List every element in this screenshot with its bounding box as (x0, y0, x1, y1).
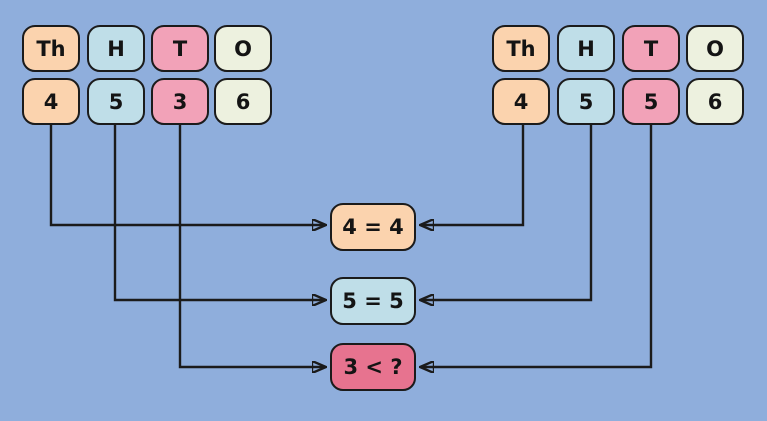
right-digit-hundreds: 5 (557, 78, 615, 125)
right-digit-thousands: 4 (492, 78, 550, 125)
comparison-hundreds: 5 = 5 (330, 277, 416, 325)
right-header-tens: T (622, 25, 680, 72)
comparison-thousands: 4 = 4 (330, 203, 416, 251)
left-header-ones: O (214, 25, 272, 72)
left-digit-tens: 3 (151, 78, 209, 125)
arrow-right-tens-icon (421, 125, 653, 367)
left-digit-ones: 6 (214, 78, 272, 125)
right-header-ones: O (686, 25, 744, 72)
left-header-tens: T (151, 25, 209, 72)
arrow-left-tens-icon (178, 125, 325, 367)
arrow-right-hundreds-icon (421, 125, 593, 300)
right-header-thousands: Th (492, 25, 550, 72)
left-digit-hundreds: 5 (87, 78, 145, 125)
right-header-hundreds: H (557, 25, 615, 72)
left-header-thousands: Th (22, 25, 80, 72)
left-header-hundreds: H (87, 25, 145, 72)
right-digit-tens: 5 (622, 78, 680, 125)
comparison-tens: 3 < ? (330, 343, 416, 391)
left-digit-thousands: 4 (22, 78, 80, 125)
arrow-right-thousands-icon (421, 125, 525, 225)
right-digit-ones: 6 (686, 78, 744, 125)
arrow-left-hundreds-icon (113, 125, 325, 300)
arrow-left-thousands-icon (49, 125, 325, 225)
